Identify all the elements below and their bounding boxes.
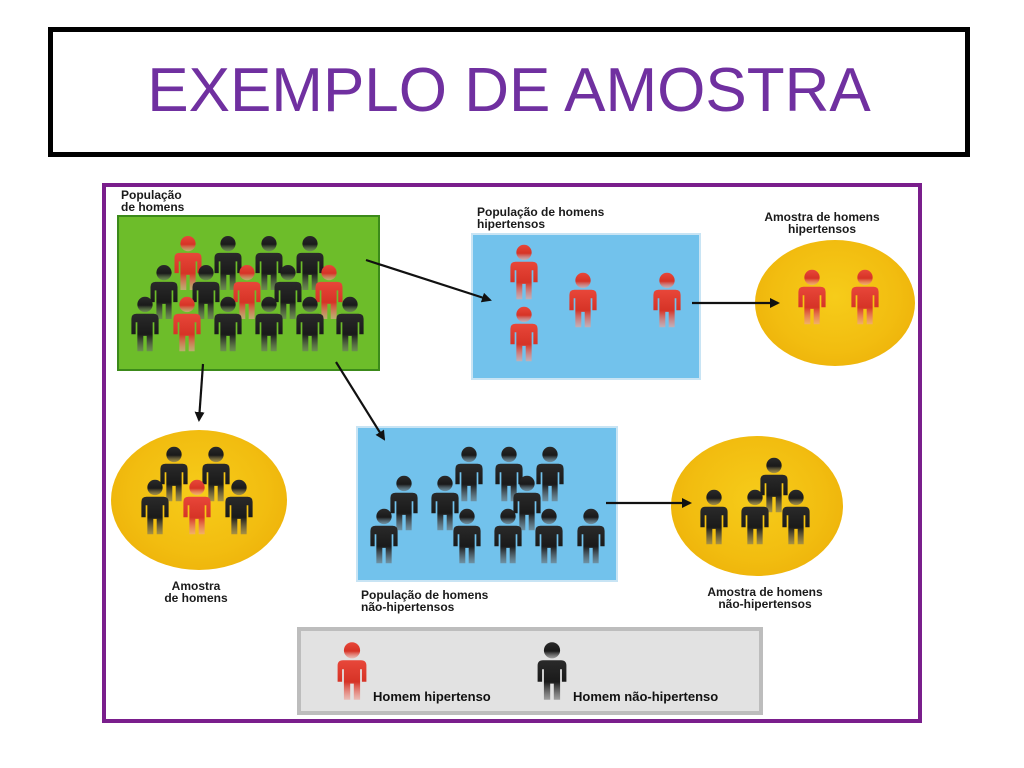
label-population-hypertensive: População de homens hipertensos: [477, 205, 605, 231]
person-icon: [577, 508, 605, 564]
population-all-men-people: [131, 236, 364, 352]
person-icon: [455, 446, 483, 502]
person-icon: [296, 236, 324, 290]
title-box: EXEMPLO DE AMOSTRA: [48, 27, 970, 157]
person-icon: [370, 508, 398, 564]
person-icon: [494, 508, 522, 564]
legend-label-non-hypertensive: Homem não-hipertenso: [573, 689, 719, 704]
legend-hypertensive-person-icon: [337, 642, 367, 700]
person-icon: [569, 272, 597, 328]
sample-non-hypertensive-ellipse: [671, 436, 843, 576]
person-icon: [296, 296, 324, 352]
legend-non-hypertensive-person-icon: [537, 642, 567, 700]
arrow-icon: [335, 361, 386, 441]
person-icon: [150, 265, 178, 319]
person-icon: [453, 508, 481, 564]
person-icon: [173, 296, 201, 352]
person-icon: [202, 446, 230, 502]
person-icon: [851, 269, 879, 325]
person-icon: [700, 489, 728, 545]
person-icon: [653, 272, 681, 328]
label-population-non-hypertensive: População de homens não-hipertensos: [361, 588, 489, 614]
arrow-icon: [365, 258, 492, 303]
person-icon: [160, 446, 188, 502]
person-icon: [225, 479, 253, 535]
legend-box: [297, 627, 763, 715]
person-icon: [336, 296, 364, 352]
person-icon: [798, 269, 826, 325]
person-icon: [535, 508, 563, 564]
legend-label-hypertensive: Homem hipertenso: [373, 689, 491, 704]
person-icon: [782, 489, 810, 545]
person-icon: [431, 475, 459, 531]
sample-hypertensive-people: [798, 269, 879, 325]
person-icon: [214, 236, 242, 290]
sample-non-hypertensive-people: [700, 457, 810, 545]
slide-title: EXEMPLO DE AMOSTRA: [147, 55, 871, 125]
person-icon: [760, 457, 788, 513]
sample-all-men-people: [141, 446, 253, 535]
person-icon: [141, 479, 169, 535]
person-icon: [536, 446, 564, 502]
person-icon: [183, 479, 211, 535]
population-non-hypertensive-people: [370, 446, 605, 564]
person-icon: [510, 306, 538, 362]
person-icon: [255, 296, 283, 352]
arrow-icon: [194, 363, 205, 422]
label-population-all-men: População de homens: [121, 188, 185, 214]
population-hypertensive-people: [510, 244, 681, 362]
person-icon: [390, 475, 418, 531]
label-sample-hypertensive: Amostra de homens hipertensos: [764, 210, 880, 236]
label-sample-non-hypertensive: Amostra de homens não-hipertensos: [707, 585, 823, 611]
person-icon: [510, 244, 538, 300]
person-icon: [741, 489, 769, 545]
person-icon: [255, 236, 283, 290]
sample-hypertensive-ellipse: [755, 240, 915, 366]
person-icon: [131, 296, 159, 352]
label-sample-all-men: Amostra de homens: [164, 579, 228, 605]
person-icon: [214, 296, 242, 352]
